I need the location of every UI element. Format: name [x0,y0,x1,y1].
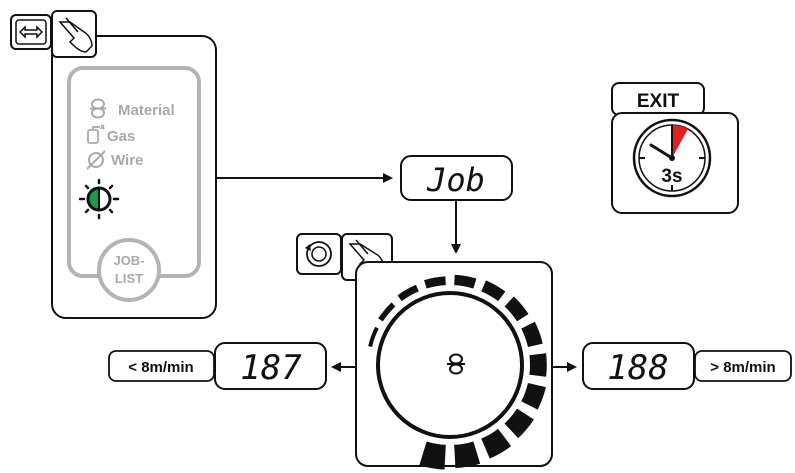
dial-segment [481,428,512,459]
toggle-button-icon [10,14,52,50]
gas-cylinder-icon [87,124,105,144]
decrease-label: < 8m/min [108,350,215,382]
decrease-text: < 8m/min [128,359,193,376]
job-list-button[interactable]: JOB- LIST [97,238,161,302]
gas-label: Gas [107,128,135,145]
job-display-text: Job [426,161,485,199]
rotate-knob-icon [296,233,342,275]
diameter-icon [86,150,106,170]
job-display: Job [400,155,513,201]
dial-segment [521,321,543,348]
left-value-display: 187 [214,342,327,390]
hand-press-icon [51,10,97,58]
job-list-label-line2: LIST [115,271,143,286]
increase-label: > 8m/min [694,350,792,382]
job-list-label-line1: JOB- [113,253,144,268]
dial-segment [368,326,379,348]
wire-spool-icon [447,353,465,375]
timer-label: 3s [661,166,682,187]
control-dial-panel [355,261,553,470]
left-value-text: 187 [240,348,302,388]
dial-segment [378,302,396,322]
exit-timer: EXIT 3s [611,82,739,214]
dial-segment [424,276,446,289]
dial-segment [419,441,446,470]
right-value-display: 188 [582,342,695,390]
increase-text: > 8m/min [710,359,775,376]
dial-segment [521,382,546,410]
dial-segment [481,280,506,302]
wire-spool-icon [90,98,106,119]
dial-segment [454,441,481,469]
dial-segments [368,274,547,470]
exit-label: EXIT [637,91,680,112]
control-panel: Material Gas Wire [51,35,217,319]
stopwatch-icon: 3s [632,118,712,198]
right-value-text: 188 [607,348,668,388]
dial-segment [504,408,534,439]
dial-segment [504,296,529,322]
dial-segment [397,284,419,302]
status-led-icon [78,178,120,220]
material-label: Material [118,102,175,119]
dial-segment [529,353,547,377]
wire-label: Wire [111,152,143,169]
dial-segment [454,274,477,289]
